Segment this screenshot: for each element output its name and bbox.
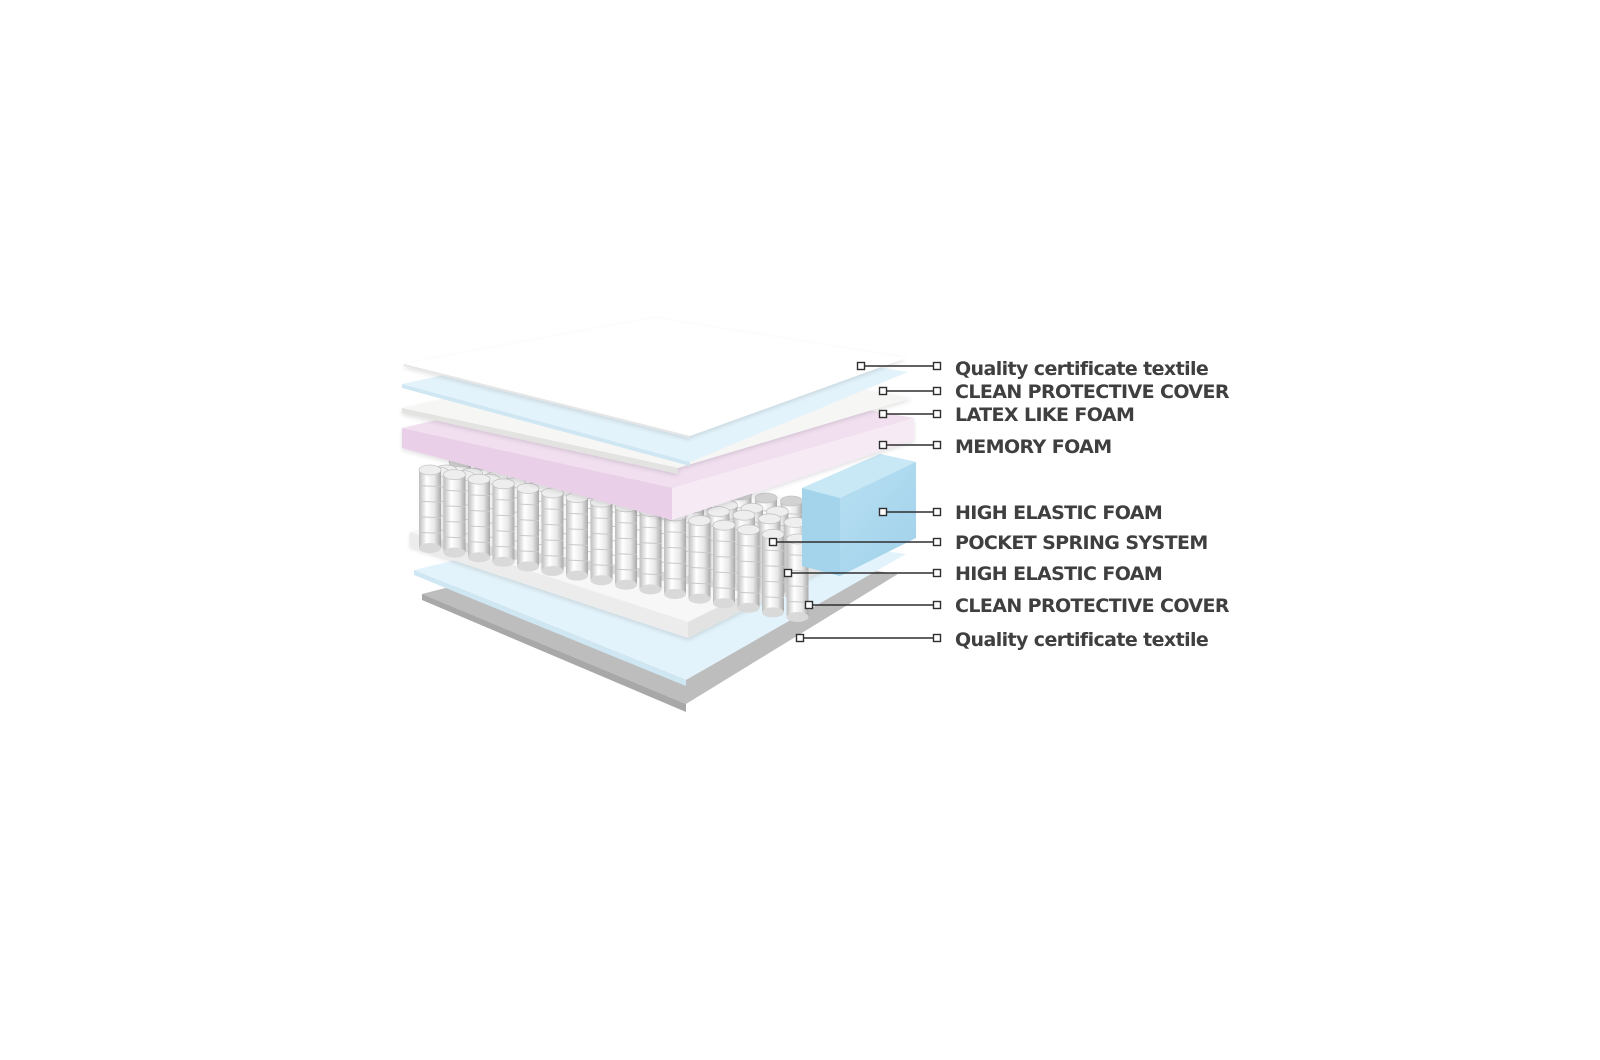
layer-top-textile	[404, 318, 906, 438]
layer-label: LATEX LIKE FOAM	[955, 404, 1134, 426]
layer-label: Quality certificate textile	[955, 358, 1208, 380]
anchor-square-icon	[932, 440, 942, 450]
spring-coil	[688, 515, 711, 604]
anchor-square-icon	[783, 568, 793, 578]
anchor-square-icon	[932, 361, 942, 371]
spring-coil	[737, 524, 760, 613]
callout: Quality certificate textile	[856, 358, 1209, 380]
anchor-square-icon	[804, 600, 814, 610]
spring-coil	[565, 492, 589, 581]
layer-label: MEMORY FOAM	[955, 436, 1112, 458]
layer-label: CLEAN PROTECTIVE COVER	[955, 381, 1230, 403]
spring-coil	[639, 505, 662, 595]
layer-high-elastic-foam-block	[802, 454, 916, 576]
callout: HIGH ELASTIC FOAM	[783, 563, 1163, 585]
anchor-square-icon	[795, 633, 805, 643]
anchor-square-icon	[932, 568, 942, 578]
callout: MEMORY FOAM	[878, 436, 1112, 458]
callout: CLEAN PROTECTIVE COVER	[878, 381, 1230, 403]
spring-coil	[443, 469, 466, 558]
anchor-square-icon	[932, 507, 942, 517]
spring-coil	[418, 464, 442, 553]
spring-coil	[663, 510, 687, 599]
spring-coil	[590, 496, 613, 586]
callout: LATEX LIKE FOAM	[878, 404, 1135, 426]
anchor-square-icon	[878, 386, 888, 396]
layer-label: HIGH ELASTIC FOAM	[955, 502, 1162, 524]
layer-label: CLEAN PROTECTIVE COVER	[955, 595, 1230, 617]
anchor-square-icon	[856, 361, 866, 371]
layer-label: POCKET SPRING SYSTEM	[955, 532, 1208, 554]
spring-coil	[541, 487, 564, 576]
layer-label: HIGH ELASTIC FOAM	[955, 563, 1162, 585]
anchor-square-icon	[932, 409, 942, 419]
anchor-square-icon	[932, 537, 942, 547]
anchor-square-icon	[932, 600, 942, 610]
anchor-square-icon	[878, 409, 888, 419]
anchor-square-icon	[932, 633, 942, 643]
layer-label: Quality certificate textile	[955, 629, 1208, 651]
spring-coil	[614, 501, 638, 590]
spring-coil	[712, 519, 736, 609]
anchor-square-icon	[932, 386, 942, 396]
callout: HIGH ELASTIC FOAM	[878, 502, 1163, 524]
callout: POCKET SPRING SYSTEM	[768, 532, 1208, 554]
anchor-square-icon	[768, 537, 778, 547]
spring-coil	[516, 482, 540, 572]
spring-coil	[492, 478, 515, 567]
callout: CLEAN PROTECTIVE COVER	[804, 595, 1230, 617]
spring-coil	[467, 473, 491, 563]
spring-coil	[761, 529, 785, 618]
anchor-square-icon	[878, 507, 888, 517]
anchor-square-icon	[878, 440, 888, 450]
callout: Quality certificate textile	[795, 629, 1209, 651]
